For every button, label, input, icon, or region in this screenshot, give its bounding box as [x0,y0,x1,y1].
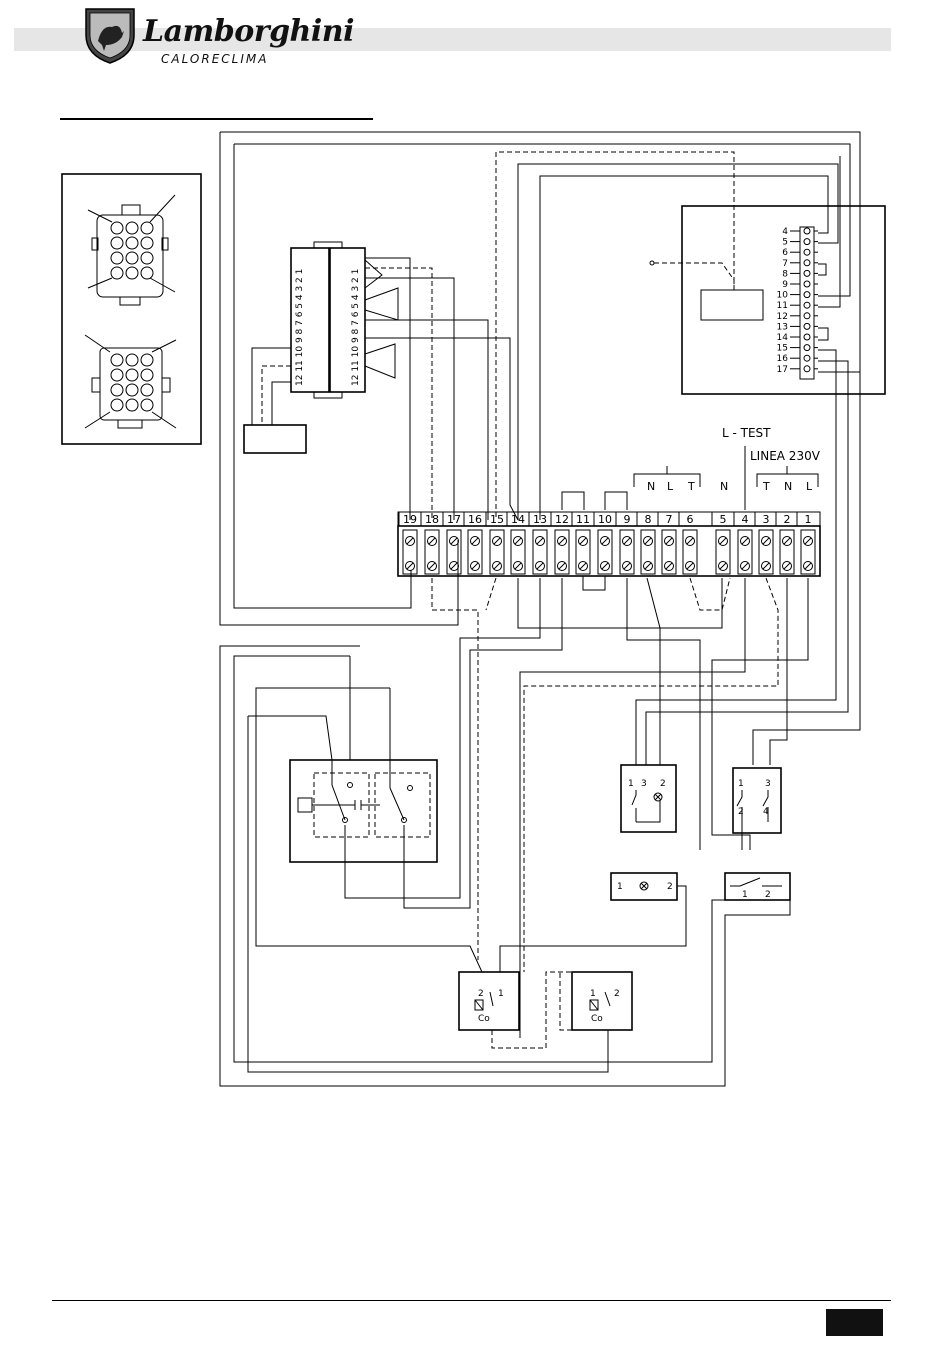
terminal-number-9: 9 [624,513,631,526]
panel-pin-8: 8 [782,269,788,279]
connector-right-numbers: 12 11 10 9 8 7 6 5 4 3 2 1 [351,269,361,386]
panel-pin-11: 11 [777,301,788,311]
panel-pin-10: 10 [777,291,789,301]
thermostat-left [459,972,572,1048]
terminal-number-14: 14 [511,513,525,526]
switch-b-pin-4: 4 [763,807,769,817]
switch-a-pin-2: 2 [660,779,666,789]
terminal-number-17: 17 [447,513,461,526]
panel-pin-17: 17 [777,365,788,375]
thermo-left-label: Co [478,1014,490,1024]
control-panel [496,152,885,520]
terminal-number-1: 1 [805,513,812,526]
lamp-pin-1: 1 [617,882,623,892]
terminal-number-6: 6 [687,513,694,526]
terminal-number-13: 13 [533,513,547,526]
panel-pin-7: 7 [782,259,788,269]
footer-rule [52,1300,891,1301]
terminal-number-7: 7 [666,513,673,526]
page-number-tab [826,1309,883,1336]
switch-a-pin-3: 3 [641,779,647,789]
terminal-numbers: 19 18 17 16 15 14 13 12 11 10 9 8 7 6 5 4 3 2 1 [399,512,812,526]
thermo-right-pin-2: 2 [614,989,620,999]
switch-a-pin-1: 1 [628,779,634,789]
terminal-label-t2: T [762,480,770,493]
panel-pin-6: 6 [782,248,788,258]
contactor-unit [290,760,437,862]
terminal-number-16: 16 [468,513,482,526]
thermo-left-pin-2: 2 [478,989,484,999]
panel-pin-16: 16 [777,354,789,364]
terminal-number-19: 19 [403,513,417,526]
switch-b-pin-3: 3 [765,779,771,789]
panel-pin-5: 5 [782,238,788,248]
l-test-label: L - TEST [722,426,771,440]
terminal-number-2: 2 [784,513,791,526]
terminal-number-12: 12 [555,513,569,526]
thermo-right-pin-1: 1 [590,989,596,999]
switch-c-pin-1: 1 [742,890,748,900]
terminal-label-n: N [647,480,655,493]
terminal-label-l2: L [806,480,813,493]
switch-c-pin-2: 2 [765,890,771,900]
switch-a [621,765,676,832]
linea-230v-label: LINEA 230V [750,449,821,463]
lamp-pin-2: 2 [667,882,673,892]
switch-c [725,873,790,900]
thermo-left-pin-1: 1 [498,989,504,999]
terminal-number-11: 11 [576,513,590,526]
terminal-screws [403,530,815,574]
terminal-number-8: 8 [645,513,652,526]
switch-b-pin-2: 2 [738,807,744,817]
lamp [500,873,686,972]
panel-pin-13: 13 [777,322,788,332]
terminal-label-n2: N [784,480,792,493]
terminal-label-l: L [667,480,674,493]
terminal-label-n-single: N [720,480,728,493]
thermo-right-label: Co [591,1014,603,1024]
panel-pin-12: 12 [777,312,788,322]
panel-pin-15: 15 [777,344,788,354]
terminal-number-3: 3 [763,513,770,526]
terminal-label-t: T [687,480,695,493]
panel-pin-9: 9 [782,280,788,290]
twelve-pin-connector: 12 11 10 9 8 7 6 5 4 3 2 1 12 11 10 9 8 … [244,242,518,520]
terminal-number-10: 10 [598,513,612,526]
connector-pinout-views [62,174,201,444]
terminal-number-4: 4 [742,513,749,526]
panel-pin-14: 14 [777,333,789,343]
switch-b-pin-1: 1 [738,779,744,789]
terminal-number-5: 5 [720,513,727,526]
connector-left-numbers: 12 11 10 9 8 7 6 5 4 3 2 1 [295,269,305,386]
terminal-number-15: 15 [490,513,504,526]
panel-pin-4: 4 [782,227,788,237]
terminal-number-18: 18 [425,513,439,526]
